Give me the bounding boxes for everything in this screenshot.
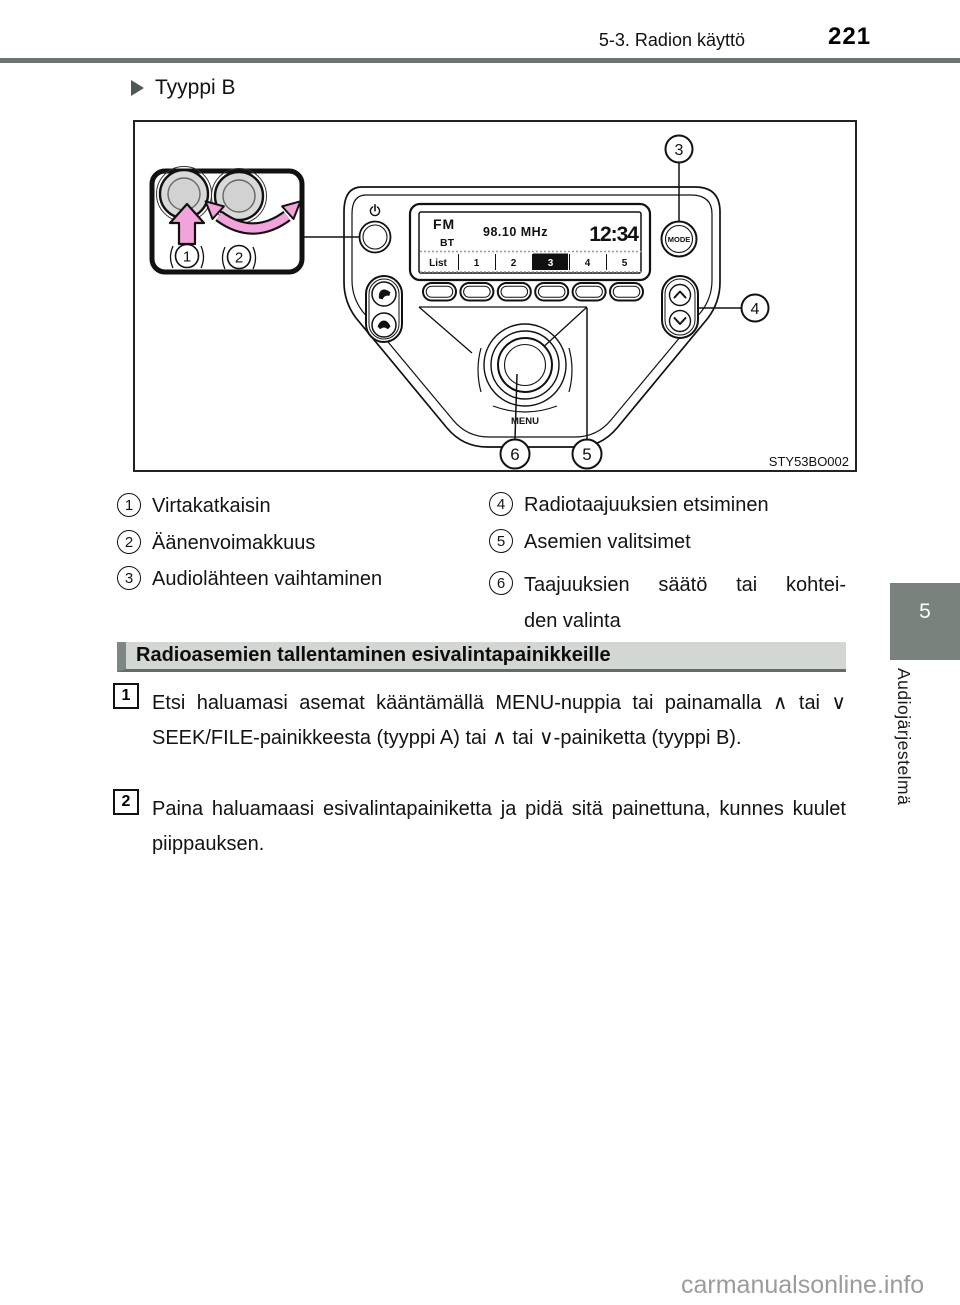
legend-num-1: 1 <box>117 493 141 517</box>
callout-5: 5 <box>571 438 603 470</box>
legend-item-5: 5 Asemien valitsimet <box>489 529 691 555</box>
legend-label-3: Audiolähteen vaihtaminen <box>152 568 383 590</box>
menu-knob-label: MENU <box>511 416 539 427</box>
preset-cell-3-active: 3 <box>548 258 554 269</box>
svg-text:3: 3 <box>675 142 684 159</box>
svg-text:1: 1 <box>183 249 191 266</box>
display-screen: FM BT 98.10 MHz 12:34 <box>408 202 652 282</box>
preset-row: List 1 2 3 4 5 <box>420 250 642 273</box>
legend-item-4: 4 Radiotaajuuksien etsiminen <box>489 492 769 518</box>
legend-num-3: 3 <box>117 566 141 590</box>
legend-num-5: 5 <box>489 529 513 553</box>
power-button <box>358 220 392 254</box>
svg-text:2: 2 <box>235 250 243 267</box>
legend-label-2: Äänenvoimakkuus <box>152 532 316 554</box>
mode-button-label: MODE <box>668 235 691 244</box>
callout-3: 3 <box>664 134 694 164</box>
chevron-down-icon <box>673 317 687 325</box>
chapter-tab: 5 <box>890 583 960 660</box>
step-2-text: Paina haluamaasi esivalintapainiketta ja… <box>152 798 846 855</box>
svg-text:6: 6 <box>510 445 519 464</box>
mode-button <box>660 220 698 258</box>
callout-lines <box>514 162 741 440</box>
preset-cell-4: 4 <box>585 258 591 269</box>
legend-num-2: 2 <box>117 530 141 554</box>
arrow-right-icon <box>131 80 144 96</box>
figure-code: STY53BO002 <box>769 454 849 469</box>
phone-pickup-icon <box>378 289 391 300</box>
menu-knob <box>477 323 573 413</box>
legend-num-6: 6 <box>489 571 513 595</box>
legend-item-1: 1 Virtakatkaisin <box>117 493 271 519</box>
legend-label-6-line2: den valinta <box>524 610 621 632</box>
legend-label-1: Virtakatkaisin <box>152 495 271 517</box>
step-1-text: Etsi haluamasi asemat kääntämällä MENU-n… <box>152 692 846 749</box>
header-rule <box>0 58 960 63</box>
svg-text:4: 4 <box>751 301 760 318</box>
seek-updown-buttons <box>661 275 699 339</box>
preset-cell-list: List <box>429 258 447 269</box>
legend-label-6-line1: Taajuuksien säätö tai kohtei- <box>524 574 846 596</box>
legend-label-6: Taajuuksien säätö tai kohtei- den valint… <box>524 566 846 639</box>
bt-text: BT <box>440 237 455 249</box>
watermark: carmanualsonline.info <box>681 1271 925 1299</box>
volume-knob <box>211 168 267 224</box>
callout-4: 4 <box>740 293 770 323</box>
legend-num-4: 4 <box>489 492 513 516</box>
phone-hangup-icon <box>377 320 391 330</box>
page-number: 221 <box>828 23 872 50</box>
step-1-number: 1 <box>113 683 139 709</box>
frequency-text: 98.10 MHz <box>483 225 548 239</box>
legend-item-2: 2 Äänenvoimakkuus <box>117 530 315 556</box>
band-text: FM <box>433 216 455 232</box>
callout-6: 6 <box>499 438 531 470</box>
type-row: Tyyppi B <box>131 76 236 100</box>
svg-text:5: 5 <box>582 445 591 464</box>
chapter-title-vertical: Audiojärjestelmä <box>894 668 914 806</box>
rotate-arrow-icon <box>204 200 302 235</box>
callout-2: 2 <box>226 244 252 270</box>
radio-diagram: FM BT 98.10 MHz 12:34 <box>149 134 849 470</box>
step-2-number: 2 <box>113 789 139 815</box>
preset-cell-5: 5 <box>622 258 628 269</box>
panel-outline <box>418 306 588 354</box>
knob-base-arcs <box>169 245 257 270</box>
preset-cell-1: 1 <box>474 258 480 269</box>
legend-label-5: Asemien valitsimet <box>524 531 691 553</box>
knob-inset: 1 2 <box>149 166 305 275</box>
phone-buttons <box>365 275 403 343</box>
radio-figure: FM BT 98.10 MHz 12:34 <box>133 120 857 472</box>
power-knob <box>156 166 212 222</box>
legend-item-6: 6 Taajuuksien säätö tai kohtei- den vali… <box>489 566 846 639</box>
chevron-up-icon <box>673 290 687 299</box>
section-heading: Radioasemien tallentaminen esivalintapai… <box>117 642 846 672</box>
legend-label-4: Radiotaajuuksien etsiminen <box>524 494 769 516</box>
header-section-title: 5-3. Radion käyttö <box>598 30 745 50</box>
preset-buttons <box>422 282 644 302</box>
preset-cell-2: 2 <box>511 258 517 269</box>
legend-item-3: 3 Audiolähteen vaihtaminen <box>117 566 382 592</box>
clock-text: 12:34 <box>589 223 639 246</box>
callout-1: 1 <box>174 243 200 269</box>
power-icon <box>369 204 381 217</box>
type-label: Tyyppi B <box>155 76 236 99</box>
